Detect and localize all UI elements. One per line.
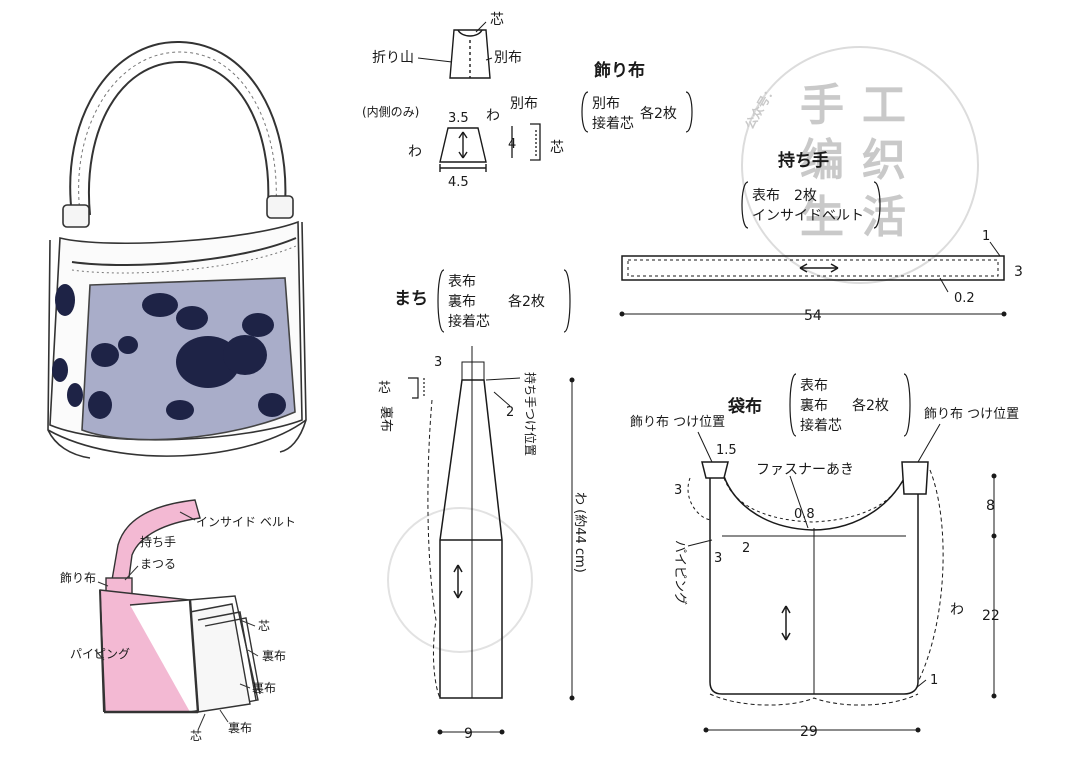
mochite-material-2: インサイドベルト <box>752 208 864 224</box>
kazari-core-label: 芯 <box>490 12 504 28</box>
mochite-title: 持ち手 <box>778 150 829 171</box>
watermark-side-text: 公众号： <box>742 82 779 131</box>
assembly-piping-label: パイピング <box>70 647 130 661</box>
mochite-dim-width: 3 <box>1014 264 1023 280</box>
kazari-other-fabric-2: 別布 <box>510 96 538 112</box>
kazari-side-piece <box>511 123 541 161</box>
kazari-folded-piece <box>449 29 491 79</box>
machi-section: まち 表布 裏布 接着芯 各2枚 3 2 持ち手つけ位置 <box>378 269 587 742</box>
kazari-other-fabric: 別布 <box>494 50 522 66</box>
assembly-lining3-label: 裏布 <box>228 720 252 735</box>
machi-dim-top: 3 <box>434 355 442 370</box>
mochite-dim-seam: 1 <box>982 229 990 244</box>
watermark-char-1: 手 <box>800 80 844 131</box>
kazari-material-1: 別布 <box>592 96 620 112</box>
kazari-dim-top: 3.5 <box>448 111 469 126</box>
machi-core: 芯 <box>378 381 391 396</box>
kazari-title: 飾り布 <box>594 60 645 81</box>
fukuro-dim-08: 0.8 <box>794 507 815 522</box>
kazari-pattern-piece <box>439 127 487 172</box>
flower-print <box>52 284 286 420</box>
machi-lining: 裏布 <box>378 406 393 432</box>
machi-material-3: 接着芯 <box>448 313 490 330</box>
assembly-matsuru-label: まつる <box>140 557 176 571</box>
fukuro-material-2: 裏布 <box>800 397 828 414</box>
mochite-dim-edge: 0.2 <box>954 291 975 306</box>
kazari-wa-left: わ <box>408 144 422 160</box>
watermark-char-5: 生 <box>800 192 844 243</box>
assembly-core1-label: 芯 <box>258 619 270 633</box>
fukuro-piping: パイピング <box>672 540 687 605</box>
machi-lining-vertical: 裏布 <box>378 406 393 432</box>
kazari-qty: 各2枚 <box>640 106 677 122</box>
kazari-fold-label: 折り山 <box>372 50 414 66</box>
machi-handle-pos: 持ち手つけ位置 <box>523 372 538 456</box>
watermark-circle <box>741 46 979 284</box>
machi-qty: 各2枚 <box>508 294 545 310</box>
kazari-core-2: 芯 <box>550 140 564 156</box>
fukuro-dim-3b: 3 <box>714 551 722 566</box>
fukuro-qty: 各2枚 <box>852 398 889 414</box>
assembly-kazari-label: 飾り布 <box>60 571 96 585</box>
watermark-char-6: 活 <box>862 192 906 243</box>
fukuro-dim-1: 1 <box>930 673 938 688</box>
mochite-section: 持ち手 表布 2枚 インサイドベルト 54 3 1 0.2 <box>619 150 1023 324</box>
fukuro-kazari-pos-right: 飾り布 つけ位置 <box>924 407 1019 422</box>
kazari-wa-right: わ <box>486 108 500 124</box>
machi-material-1: 表布 <box>448 274 476 290</box>
machi-length-vertical: わ (約44 cm) <box>572 492 587 573</box>
assembly-handle-label: 持ち手 <box>140 534 176 549</box>
fukuro-material-1: 表布 <box>800 378 828 394</box>
mochite-strip <box>621 255 1005 315</box>
fukuro-dim-3a: 3 <box>674 483 682 498</box>
kazari-dim-bottom: 4.5 <box>448 175 469 190</box>
machi-pattern-piece <box>427 346 573 733</box>
fukuro-piping-vertical: パイピング <box>672 540 687 605</box>
fukuro-dim-22: 22 <box>982 608 1000 624</box>
fukuro-dim-15: 1.5 <box>716 443 737 458</box>
fukuro-dim-width: 29 <box>800 724 818 740</box>
fukuro-fastener: ファスナーあき <box>756 462 854 478</box>
kazari-material-2: 接着芯 <box>592 115 634 132</box>
watermark-char-4: 织 <box>862 135 906 186</box>
fukuro-title: 袋布 <box>727 396 762 417</box>
kazari-section: 芯 折り山 別布 3.5 4.5 (内側のみ) わ わ 別布 4 芯 <box>362 12 693 190</box>
kazari-inner-only: (内側のみ) <box>362 105 419 119</box>
fukuro-dim-8: 8 <box>986 498 995 514</box>
fukuro-pattern-piece <box>687 461 995 731</box>
machi-handle-pos-label: 持ち手つけ位置 <box>523 372 538 456</box>
fukuro-material-3: 接着芯 <box>800 417 842 434</box>
mochite-material-1: 表布 2枚 <box>752 188 817 204</box>
kazari-dim-side: 4 <box>508 137 516 152</box>
fukuro-section: 袋布 表布 裏布 接着芯 各2枚 飾り布 つけ位置 飾り布 つけ位置 <box>630 373 1019 740</box>
fukuro-dim-2: 2 <box>742 541 750 556</box>
machi-dim-length: わ (約44 cm) <box>572 492 587 573</box>
watermark-char-3: 编 <box>800 135 844 186</box>
machi-material-2: 裏布 <box>448 293 476 310</box>
machi-dim-width: 9 <box>464 726 473 742</box>
machi-title: まち <box>394 289 428 309</box>
fukuro-kazari-pos-left: 飾り布 つけ位置 <box>630 415 725 430</box>
fukuro-wa: わ <box>950 602 964 618</box>
watermark-circle-small <box>387 507 533 653</box>
assembly-inside-belt-1: インサイド ベルト <box>196 515 296 529</box>
bag-illustration <box>47 40 307 459</box>
watermark-char-2: 工 <box>862 80 906 131</box>
mochite-dim-length: 54 <box>804 308 822 324</box>
assembly-labels: インサイド ベルト 持ち手 まつる 飾り布 パイピング 芯 裏布 裏布 芯 裏布 <box>60 511 296 743</box>
assembly-lining2-label: 裏布 <box>252 680 276 695</box>
assembly-lining1-label: 裏布 <box>262 648 286 663</box>
machi-dim-2: 2 <box>506 405 514 420</box>
assembly-illustration <box>99 499 261 714</box>
assembly-core2-label: 芯 <box>190 729 202 743</box>
